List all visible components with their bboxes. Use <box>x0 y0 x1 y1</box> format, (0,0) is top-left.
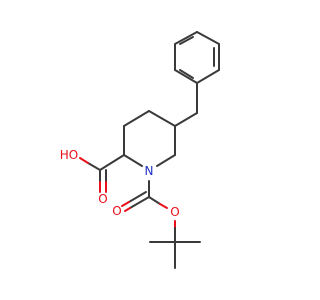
molecule-structure: HO O N O O <box>60 31 220 269</box>
bond <box>124 207 131 212</box>
double-bond-inner <box>179 69 194 79</box>
bond <box>196 69 220 84</box>
carboxylic-acid-group <box>79 154 125 193</box>
bond <box>174 69 198 84</box>
bond <box>121 201 130 207</box>
bond <box>156 154 176 167</box>
ring-nitrogen-label: N <box>145 164 154 178</box>
boc-group <box>121 180 201 269</box>
bond <box>79 157 89 164</box>
bond <box>123 154 143 167</box>
hydroxyl-label: HO <box>60 148 78 162</box>
carbamate-oxygen-label: O <box>112 204 121 218</box>
carboxyl-oxygen-label: O <box>98 192 107 206</box>
bond <box>123 110 150 127</box>
bond <box>128 191 147 203</box>
bond <box>148 110 176 127</box>
piperidine-ring <box>123 110 176 167</box>
bond <box>87 162 101 171</box>
benzyl-bond <box>174 112 198 127</box>
bond <box>148 196 161 205</box>
bond <box>99 154 125 171</box>
bond <box>174 31 198 45</box>
double-bond-inner <box>179 36 194 45</box>
benzene-ring <box>174 31 220 84</box>
bond <box>159 203 168 209</box>
bond <box>196 31 220 45</box>
bond <box>129 196 150 209</box>
ester-oxygen-label: O <box>170 205 179 219</box>
